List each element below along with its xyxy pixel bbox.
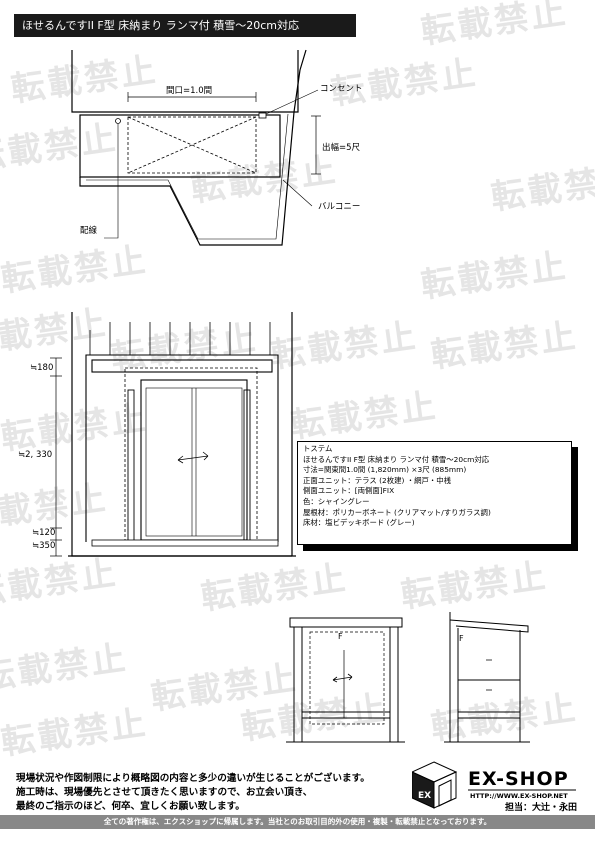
spec-front-unit: 正面ユニット：テラス (2枚建) ・網戸・中桟 [303,475,452,485]
sunroom-outline [79,114,281,178]
dim-base-label: ≒350 [32,541,56,551]
height-dimension-line [50,357,62,557]
ex-shop-logo: EX [412,761,576,809]
brand-name: EX-SHOP [468,768,569,790]
spec-side-unit: 側面ユニット：[両側面]FIX [303,486,395,496]
balcony-outline [79,111,295,246]
outlet-label: コンセント [320,84,363,94]
spec-floor: 床材：塩ビデッキボード (グレー) [303,518,415,528]
outlet-icon [258,112,267,119]
copyright-bar: 全ての著作権は、エクスショップに帰属します。当社とのお取引目的外の使用・複製・転… [0,815,595,829]
note-line: 現場状況や作図制限により概略図の内容と多少の違いが生じることがございます。 [16,773,370,784]
roof-rafters [89,322,271,355]
note-line: 最終のご指示のほど、何卒、宜しくお願い致します。 [16,801,245,812]
dim-middle-label: ≒2, 330 [18,450,53,460]
spec-product: ほせるんですII F型 床納まり ランマ付 積雪～20cm対応 [303,454,490,464]
house-wall [71,49,307,113]
small-side-view [444,612,530,743]
brand-url: HTTP://WWW.EX-SHOP.NET [470,792,568,800]
room-floor-area [127,116,257,174]
wiring-point-icon [115,118,121,124]
note-line: 施工時は、現場優先とさせて頂きたく思いますので、お立会い頂き、 [16,787,313,798]
spec-maker: トステム [303,444,333,453]
spec-size: 寸法=関東間1.0間 (1,820mm) ×3尺 (885mm) [303,465,467,475]
footer-notes: 現場状況や作図制限により概略図の内容と多少の違いが生じることがございます。 施工… [16,772,401,814]
drawing-title: ほせるんですII F型 床納まり ランマ付 積雪～20cm対応 [14,14,356,37]
svg-text:EX: EX [418,791,431,801]
wiring-label: 配線 [80,226,98,236]
door-slide-arrow-icon [177,451,209,464]
frontage-label: 間口=1.0間 [166,86,213,96]
floor-deck [91,539,279,547]
small-front-view [286,617,405,743]
spec-color: 色：シャイングレー [303,496,370,506]
dim-top-label: ≒180 [30,363,54,373]
depth-label: 出幅=5尺 [322,143,361,153]
spec-roof: 屋根材：ポリカーボネート (クリアマット/すりガラス調) [303,507,491,517]
small-front-label: F [338,632,343,641]
brand-person: 担当：大辻・永田 [505,803,578,813]
spec-box: トステム ほせるんですII F型 床納まり ランマ付 積雪～20cm対応 寸法=… [297,441,572,545]
dim-floor-label: ≒120 [32,528,56,538]
small-side-label: F [459,634,464,643]
balcony-label: バルコニー [318,202,361,212]
